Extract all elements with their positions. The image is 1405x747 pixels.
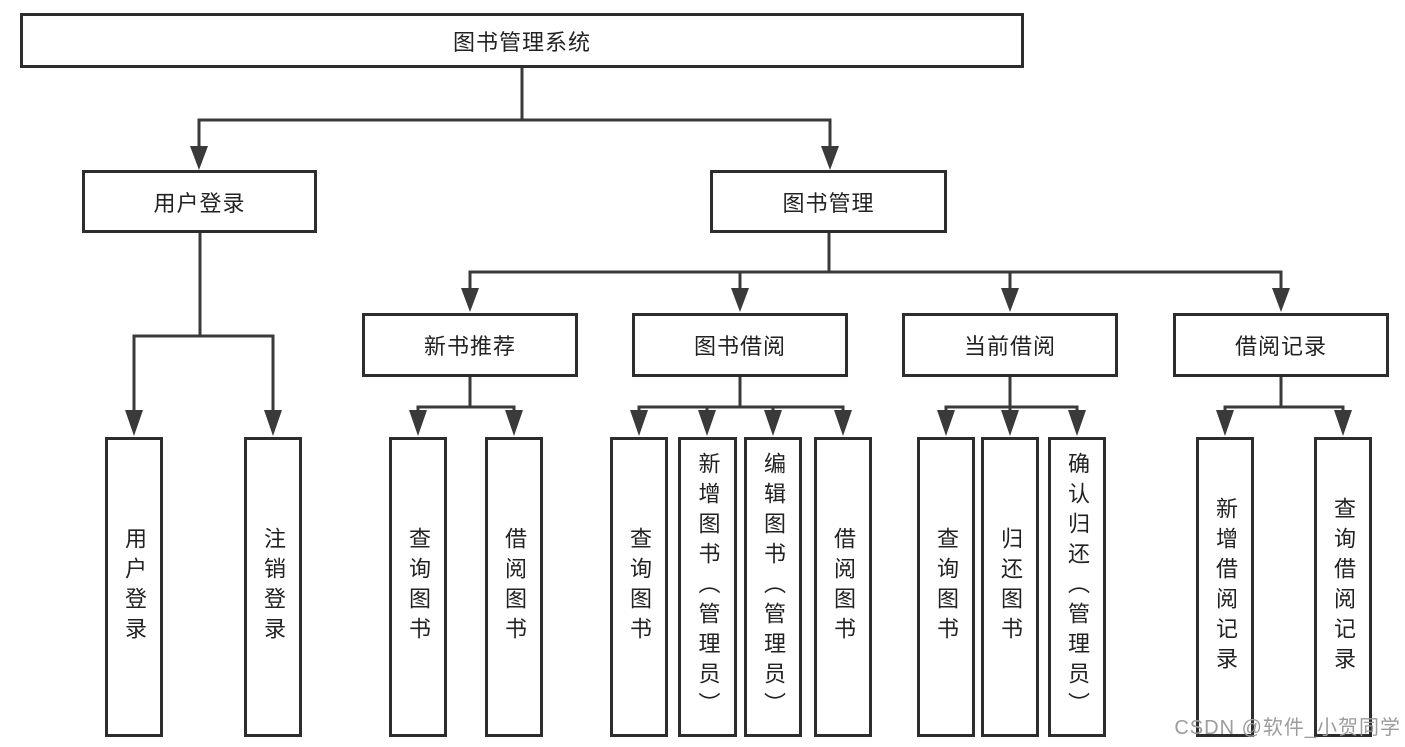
node-label: 查询图书 (627, 527, 652, 647)
node-label: 新书推荐 (423, 334, 516, 359)
leaf-query-book-recommend: 查询图书 (389, 437, 447, 737)
node-library-system: 图书管理系统 (20, 13, 1024, 68)
connector-book-borrow-to-leaves (630, 377, 852, 436)
leaf-query-book-current: 查询图书 (917, 437, 975, 737)
node-label: 图书管理 (782, 190, 875, 216)
node-label: 新增借阅记录 (1213, 497, 1238, 677)
node-label: 图书管理系统 (452, 29, 591, 55)
connector-borrow-record-to-leaves (1216, 377, 1352, 436)
leaf-query-book-borrow: 查询图书 (610, 437, 668, 737)
node-label: 用户登录 (153, 190, 246, 216)
connector-book-management-to-level3 (461, 233, 1290, 312)
node-label: 归还图书 (998, 527, 1023, 647)
leaf-add-book-admin: 新增图书（管理员） (678, 437, 737, 737)
node-label: 借阅图书 (502, 527, 527, 647)
connector-new-book-to-leaves (409, 377, 523, 436)
leaf-borrow-book: 借阅图书 (814, 437, 872, 737)
leaf-user-login: 用户登录 (105, 437, 163, 737)
node-label: 新增图书（管理员） (695, 452, 721, 722)
watermark: CSDN @软件_小贺同学 (1174, 717, 1401, 739)
leaf-edit-book-admin: 编辑图书（管理员） (744, 437, 802, 737)
leaf-query-borrow-record: 查询借阅记录 (1314, 437, 1372, 737)
node-borrow-record: 借阅记录 (1173, 313, 1389, 377)
node-current-borrow: 当前借阅 (902, 313, 1118, 377)
connector-current-borrow-to-leaves (937, 377, 1086, 436)
node-label: 查询借阅记录 (1331, 497, 1356, 677)
node-label: 用户登录 (122, 527, 147, 647)
node-label: 编辑图书（管理员） (761, 452, 786, 722)
node-label: 查询图书 (406, 527, 431, 647)
connector-user-login-to-leaves (125, 233, 282, 436)
leaf-logout: 注销登录 (244, 437, 302, 737)
node-user-login: 用户登录 (82, 170, 317, 233)
node-label: 确认归还（管理员） (1065, 452, 1090, 722)
connector-root-to-level2 (190, 68, 839, 170)
node-book-borrow: 图书借阅 (632, 313, 848, 377)
node-label: 借阅图书 (831, 527, 856, 647)
node-label: 借阅记录 (1234, 334, 1327, 359)
node-label: 当前借阅 (963, 334, 1056, 359)
leaf-add-borrow-record: 新增借阅记录 (1196, 437, 1254, 737)
leaf-return-book: 归还图书 (981, 437, 1039, 737)
leaf-confirm-return-admin: 确认归还（管理员） (1048, 437, 1106, 737)
leaf-borrow-book-recommend: 借阅图书 (485, 437, 543, 737)
node-new-book-recommend: 新书推荐 (362, 313, 578, 377)
node-book-management: 图书管理 (710, 170, 947, 233)
node-label: 图书借阅 (693, 334, 786, 359)
node-label: 注销登录 (261, 527, 286, 647)
node-label: 查询图书 (934, 527, 959, 647)
